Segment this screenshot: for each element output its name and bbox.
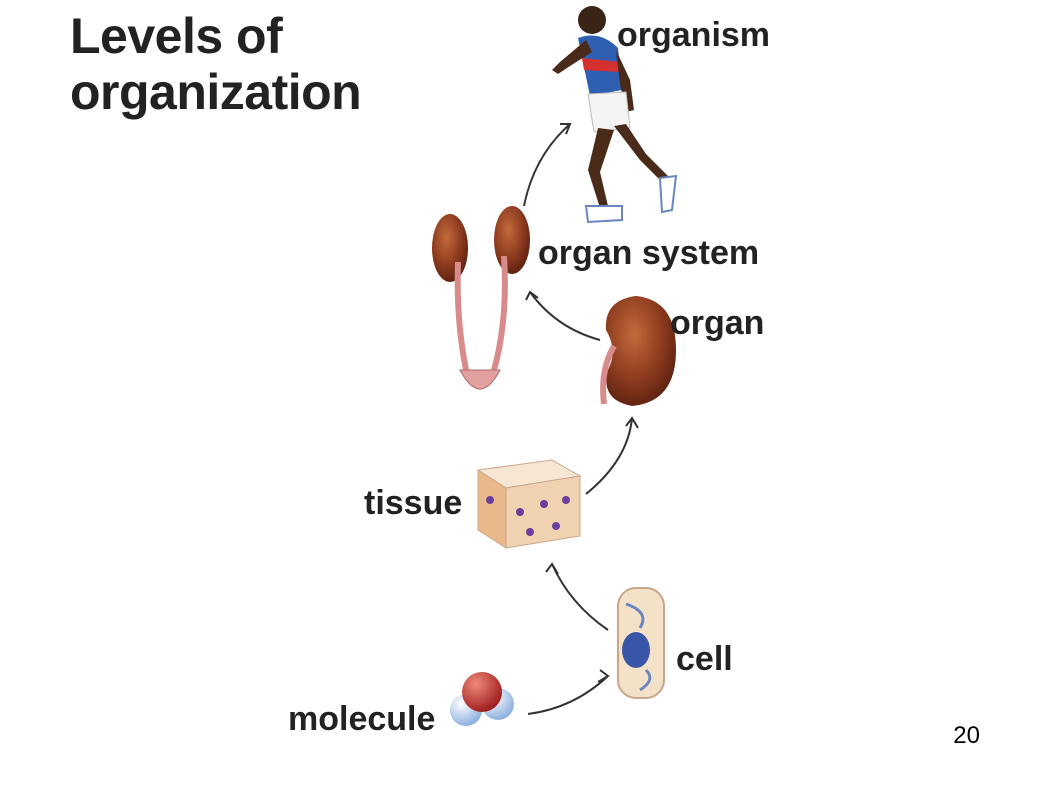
tissue-figure [476, 459, 582, 549]
label-cell: cell [676, 640, 733, 678]
arrow-molecule-to-cell [527, 675, 609, 715]
title-line-1: Levels of [70, 8, 283, 64]
page-title: Levels of organization [70, 8, 362, 120]
organ-system-figure [432, 206, 530, 390]
cell-figure [617, 587, 665, 699]
organism-figure [552, 6, 678, 224]
title-line-2: organization [70, 64, 362, 120]
molecule-figure [450, 672, 514, 726]
label-molecule: molecule [288, 700, 436, 738]
organ-figure [600, 296, 676, 406]
arrows [523, 123, 639, 715]
page-number: 20 [953, 722, 980, 749]
arrow-organ-to-system [529, 291, 601, 341]
arrow-tissue-to-organ [585, 417, 633, 495]
label-organ-system: organ system [538, 234, 760, 272]
arrow-cell-to-tissue [551, 563, 609, 631]
arrow-system-to-organism [523, 123, 571, 207]
label-organ: organ [670, 304, 765, 342]
label-organism: organism [617, 16, 771, 54]
label-tissue: tissue [364, 484, 463, 522]
